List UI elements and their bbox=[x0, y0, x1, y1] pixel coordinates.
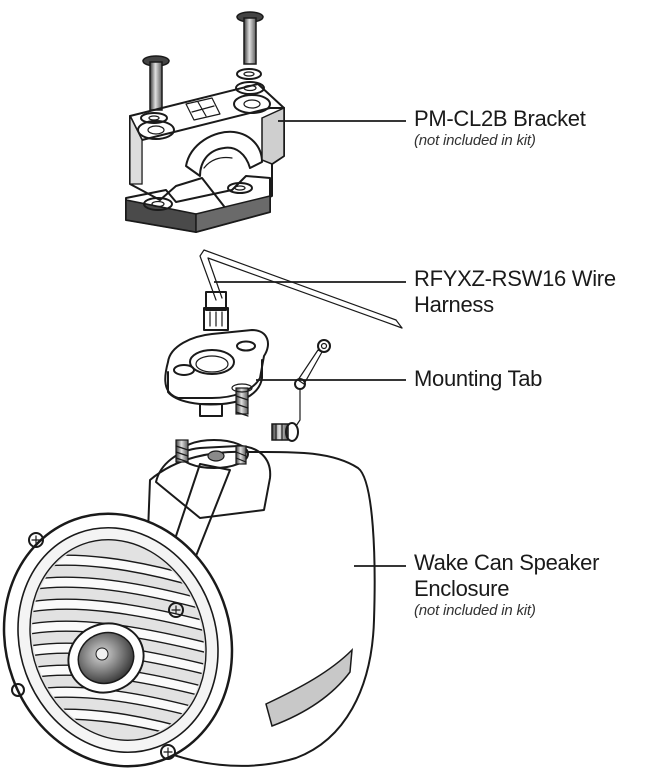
tweeter bbox=[67, 622, 145, 694]
harness-callout: RFYXZ-RSW16 Wire Harness bbox=[414, 266, 616, 318]
screw-right bbox=[236, 11, 264, 65]
leader-lines bbox=[214, 120, 406, 567]
harness-label-line1: RFYXZ-RSW16 Wire bbox=[414, 266, 616, 291]
bracket-label: PM-CL2B Bracket bbox=[414, 106, 586, 131]
tab-label: Mounting Tab bbox=[414, 366, 543, 391]
pm-cl2b-bracket bbox=[125, 83, 285, 233]
rfyxz-rsw16-wire-harness bbox=[199, 249, 403, 331]
screw-left bbox=[142, 55, 170, 111]
tab-callout: Mounting Tab bbox=[414, 366, 542, 392]
harness-label-line2: Harness bbox=[414, 292, 494, 317]
bracket-callout: PM-CL2B Bracket (not included in kit) bbox=[414, 106, 586, 150]
enclosure-label-line2: Enclosure bbox=[414, 576, 510, 601]
washers bbox=[140, 68, 265, 124]
bracket-note: (not included in kit) bbox=[414, 132, 536, 149]
mounting-tab bbox=[164, 329, 331, 442]
wake-can-speaker-enclosure bbox=[2, 439, 376, 768]
enclosure-label-line1: Wake Can Speaker bbox=[414, 550, 600, 575]
enclosure-callout: Wake Can Speaker Enclosure (not included… bbox=[414, 550, 599, 620]
bracket-screws bbox=[140, 11, 265, 124]
enclosure-note: (not included in kit) bbox=[414, 602, 536, 619]
bezel-screws bbox=[11, 532, 184, 760]
